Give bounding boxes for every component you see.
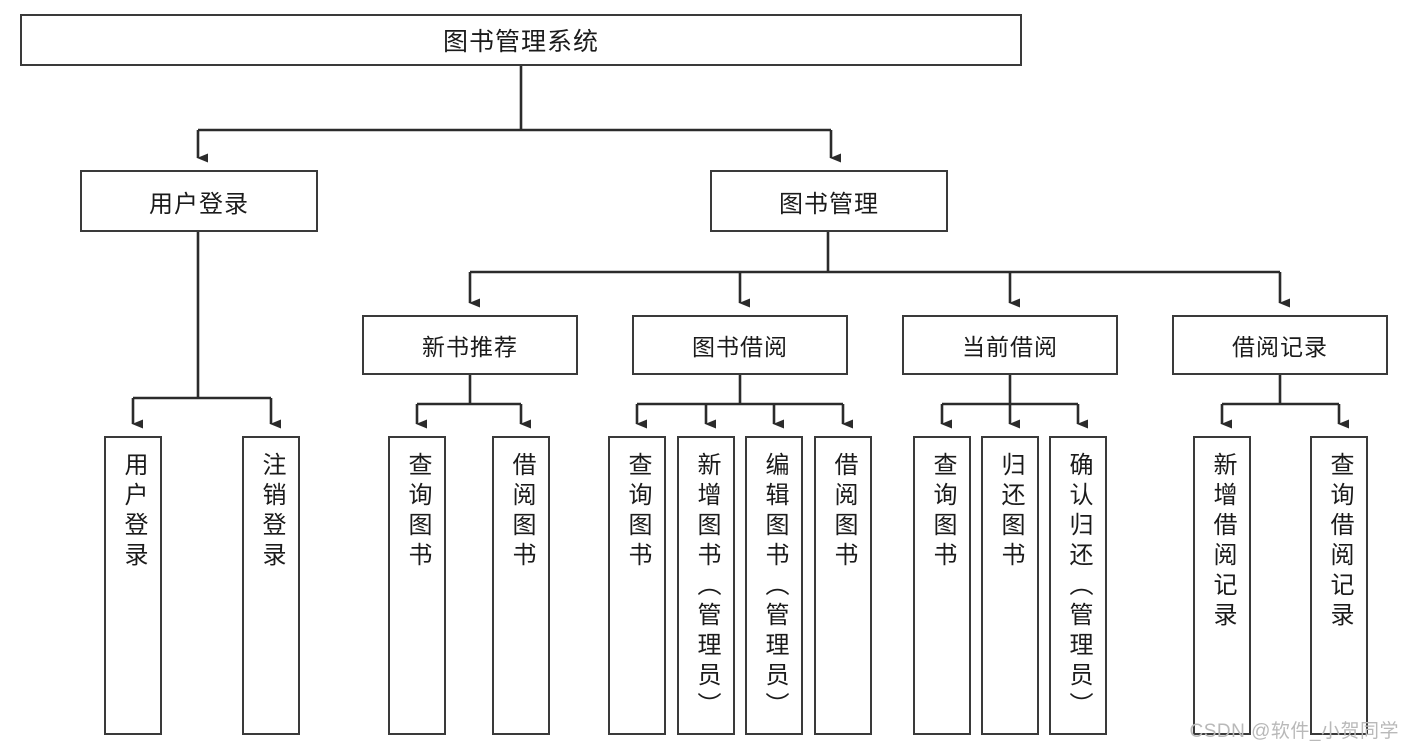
node-label: 新增图书（管理员） — [693, 452, 720, 722]
node-label: 新增借阅记录 — [1209, 452, 1236, 632]
node-label: 注销登录 — [258, 452, 285, 572]
leaf-current-borrow-confirm-return-admin[interactable]: 确认归还（管理员） — [1049, 436, 1107, 735]
node-label: 用户登录 — [120, 452, 147, 572]
node-new-book-recommend[interactable]: 新书推荐 — [362, 315, 578, 375]
node-current-borrow[interactable]: 当前借阅 — [902, 315, 1118, 375]
leaf-new-book-borrow-book[interactable]: 借阅图书 — [492, 436, 550, 735]
node-label: 查询图书 — [624, 452, 651, 572]
node-book-management[interactable]: 图书管理 — [710, 170, 948, 232]
node-label: 图书管理 — [779, 190, 879, 218]
leaf-borrow-record-add-record[interactable]: 新增借阅记录 — [1193, 436, 1251, 735]
node-label: 图书管理系统 — [442, 28, 599, 56]
leaf-new-book-query-book[interactable]: 查询图书 — [388, 436, 446, 735]
node-book-borrow[interactable]: 图书借阅 — [632, 315, 848, 375]
node-label: 借阅图书 — [508, 452, 535, 572]
leaf-current-borrow-query-book[interactable]: 查询图书 — [913, 436, 971, 735]
node-label: 借阅记录 — [1232, 334, 1328, 360]
leaf-book-borrow-borrow-book[interactable]: 借阅图书 — [814, 436, 872, 735]
leaf-user-login-login[interactable]: 用户登录 — [104, 436, 162, 735]
node-label: 当前借阅 — [962, 334, 1058, 360]
leaf-current-borrow-return-book[interactable]: 归还图书 — [981, 436, 1039, 735]
leaf-book-borrow-add-book-admin[interactable]: 新增图书（管理员） — [677, 436, 735, 735]
node-label: 确认归还（管理员） — [1065, 452, 1092, 722]
node-label: 新书推荐 — [422, 334, 518, 360]
node-label: 查询借阅记录 — [1326, 452, 1353, 632]
node-label: 编辑图书（管理员） — [761, 452, 788, 722]
node-label: 用户登录 — [149, 190, 249, 218]
leaf-book-borrow-query-book[interactable]: 查询图书 — [608, 436, 666, 735]
leaf-borrow-record-query-record[interactable]: 查询借阅记录 — [1310, 436, 1368, 735]
leaf-book-borrow-edit-book-admin[interactable]: 编辑图书（管理员） — [745, 436, 803, 735]
node-label: 归还图书 — [997, 452, 1024, 572]
node-borrow-record[interactable]: 借阅记录 — [1172, 315, 1388, 375]
leaf-user-login-logout[interactable]: 注销登录 — [242, 436, 300, 735]
node-label: 图书借阅 — [692, 334, 788, 360]
node-label: 查询图书 — [929, 452, 956, 572]
node-user-login[interactable]: 用户登录 — [80, 170, 318, 232]
csdn-watermark: CSDN @软件_小贺同学 — [1189, 721, 1399, 742]
node-label: 借阅图书 — [830, 452, 857, 572]
node-label: 查询图书 — [404, 452, 431, 572]
node-root-book-management-system[interactable]: 图书管理系统 — [20, 14, 1022, 66]
